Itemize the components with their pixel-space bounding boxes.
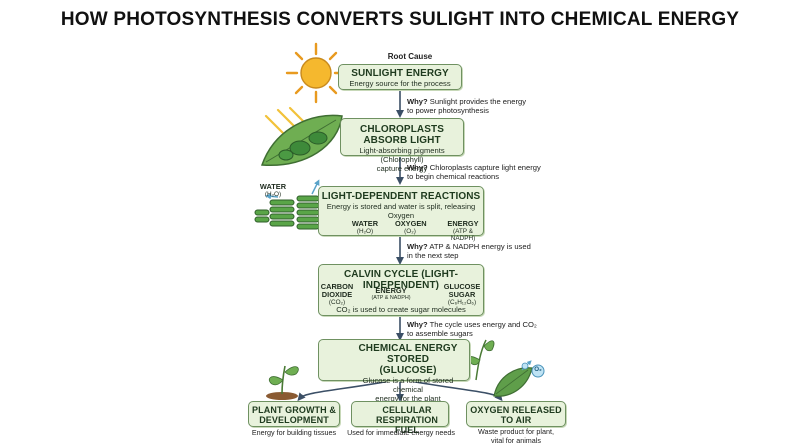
calvin-energy-formula: (ATP & NADPH): [371, 295, 411, 301]
outcome-line2: TO AIR: [500, 415, 532, 425]
why-line2: to assemble sugars: [407, 329, 473, 338]
caption-line2: vital for animals: [491, 435, 541, 445]
why-2: Why? Chloroplasts capture light energy t…: [407, 163, 567, 181]
step-heading: LIGHT-DEPENDENT REACTIONS: [321, 191, 481, 202]
why-lead: Why?: [407, 320, 428, 329]
outcome-line2: RESPIRATION FUEL: [376, 415, 438, 435]
step-heading: SUNLIGHT ENERGY: [351, 68, 449, 79]
outcome-oxygen-released: OXYGEN RELEASED TO AIR: [466, 401, 566, 427]
step-subtext-line2: capture energy: [376, 164, 428, 173]
oxygen-name: OXYGEN: [395, 219, 427, 228]
co2-line2: DIOXIDE: [321, 290, 353, 299]
co2-label: CARBON DIOXIDE (CO₂): [320, 282, 354, 307]
why-line2: to power photosynthesis: [407, 106, 489, 115]
flow-arrows: [297, 90, 503, 402]
page-title: HOW PHOTOSYNTHESIS CONVERTS SULIGHT INTO…: [60, 9, 740, 30]
water-label: WATER (H₂O): [350, 219, 380, 236]
water-input-formula: (H₂O): [264, 191, 282, 198]
calvin-subtext: CO₂ is used to create sugar molecules: [336, 305, 466, 314]
why-line1: The cycle uses energy and CO₂: [427, 320, 537, 329]
caption-line1: Waste product for plant,: [477, 427, 555, 436]
energy-formula: (ATP & NADPH): [450, 228, 476, 242]
step-heading-line2: (GLUCOSE): [379, 365, 437, 376]
step-subtext-line1: Glucose is a form of stored chemical: [362, 376, 454, 394]
outcome-cellular-respiration: CELLULAR RESPIRATION FUEL: [351, 401, 449, 435]
why-3: Why? ATP & NADPH energy is used in the n…: [407, 242, 557, 260]
sprout-icon-right: [468, 339, 495, 381]
co2-formula: (CO₂): [328, 299, 346, 306]
why-line2: in the next step: [407, 251, 459, 260]
water-input-label: WATER (H₂O): [258, 182, 288, 199]
glucose-label: GLUCOSE SUGAR (C₆H₁₂O₆): [442, 282, 482, 307]
why-line2: to begin chemical reactions: [407, 172, 500, 181]
sun-icon: [285, 42, 347, 104]
water-input-name: WATER: [259, 182, 287, 191]
leaf-chloroplast-icon: [260, 106, 343, 166]
energy-name: ENERGY: [447, 219, 479, 228]
outcome-line2: DEVELOPMENT: [259, 415, 329, 425]
outcome-line1: PLANT GROWTH &: [252, 405, 336, 415]
why-line1: Chloroplasts capture light energy: [427, 163, 541, 172]
why-lead: Why?: [407, 242, 428, 251]
water-name: WATER: [351, 219, 379, 228]
glucose-line2: SUGAR: [448, 290, 476, 299]
step-sunlight-energy: SUNLIGHT ENERGY Energy source for the pr…: [338, 64, 462, 90]
step-subtext-line2: energy for the plant: [375, 394, 441, 403]
root-cause-label: Root Cause: [387, 52, 433, 61]
why-lead: Why?: [407, 97, 428, 106]
step-subtext-line2: Oxygen: [387, 211, 415, 220]
step-chemical-energy-stored: CHEMICAL ENERGY STORED (GLUCOSE) Glucose…: [318, 339, 470, 403]
outcome-plant-growth: PLANT GROWTH & DEVELOPMENT: [248, 401, 340, 427]
why-1: Why? Sunlight provides the energy to pow…: [407, 97, 557, 115]
why-line1: Sunlight provides the energy: [427, 97, 527, 106]
why-line1: ATP & NADPH energy is used: [427, 242, 531, 251]
energy-label: ENERGY (ATP & NADPH): [440, 219, 486, 243]
caption-line1: Energy for building tissues: [251, 428, 337, 437]
outcome-caption-growth: Energy for building tissues: [238, 428, 350, 438]
oxygen-leaf-icon: [493, 360, 545, 397]
outcome-caption-respiration: Used for immediate energy needs: [340, 428, 462, 438]
outcome-line1: CELLULAR: [382, 405, 432, 415]
calvin-energy-name: ENERGY: [375, 286, 407, 295]
outcome-caption-oxygen: Waste product for plant, vital for anima…: [466, 427, 566, 445]
why-4: Why? The cycle uses energy and CO₂ to as…: [407, 320, 557, 338]
oxygen-label: OXYGEN (O₂): [395, 219, 427, 236]
step-heading: CHLOROPLASTS ABSORB LIGHT: [360, 124, 444, 146]
glucose-line1: GLUCOSE: [443, 282, 481, 291]
step-heading: CALVIN CYCLE (LIGHT-INDEPENDENT): [343, 269, 459, 291]
why-lead: Why?: [407, 163, 428, 172]
sprout-icon: [266, 365, 299, 400]
calvin-energy-label: ENERGY (ATP & NADPH): [368, 287, 414, 302]
outcome-line1: OXYGEN RELEASED: [470, 405, 562, 415]
o2-bubble-label: O₂: [534, 366, 542, 373]
step-subtext-line1: Light-absorbing pigments (Chlorophyll): [359, 146, 445, 164]
co2-line1: CARBON: [320, 282, 354, 291]
step-light-dependent-reactions: LIGHT-DEPENDENT REACTIONS Energy is stor…: [318, 186, 484, 236]
thylakoid-stack-icon: [254, 195, 320, 230]
glucose-formula: (C₆H₁₂O₆): [447, 299, 477, 306]
step-chloroplasts-absorb-light: CHLOROPLASTS ABSORB LIGHT Light-absorbin…: [340, 118, 464, 173]
caption-line1: Used for immediate energy needs: [347, 428, 455, 437]
step-subtext: Energy source for the process: [349, 79, 451, 88]
oxygen-formula: (O₂): [404, 228, 416, 235]
water-formula: (H₂O): [356, 228, 374, 235]
step-subtext-line1: Energy is stored and water is split, rel…: [326, 202, 476, 211]
step-calvin-cycle: CALVIN CYCLE (LIGHT-INDEPENDENT): [318, 264, 484, 316]
step-heading-line1: CHEMICAL ENERGY STORED: [358, 343, 458, 365]
